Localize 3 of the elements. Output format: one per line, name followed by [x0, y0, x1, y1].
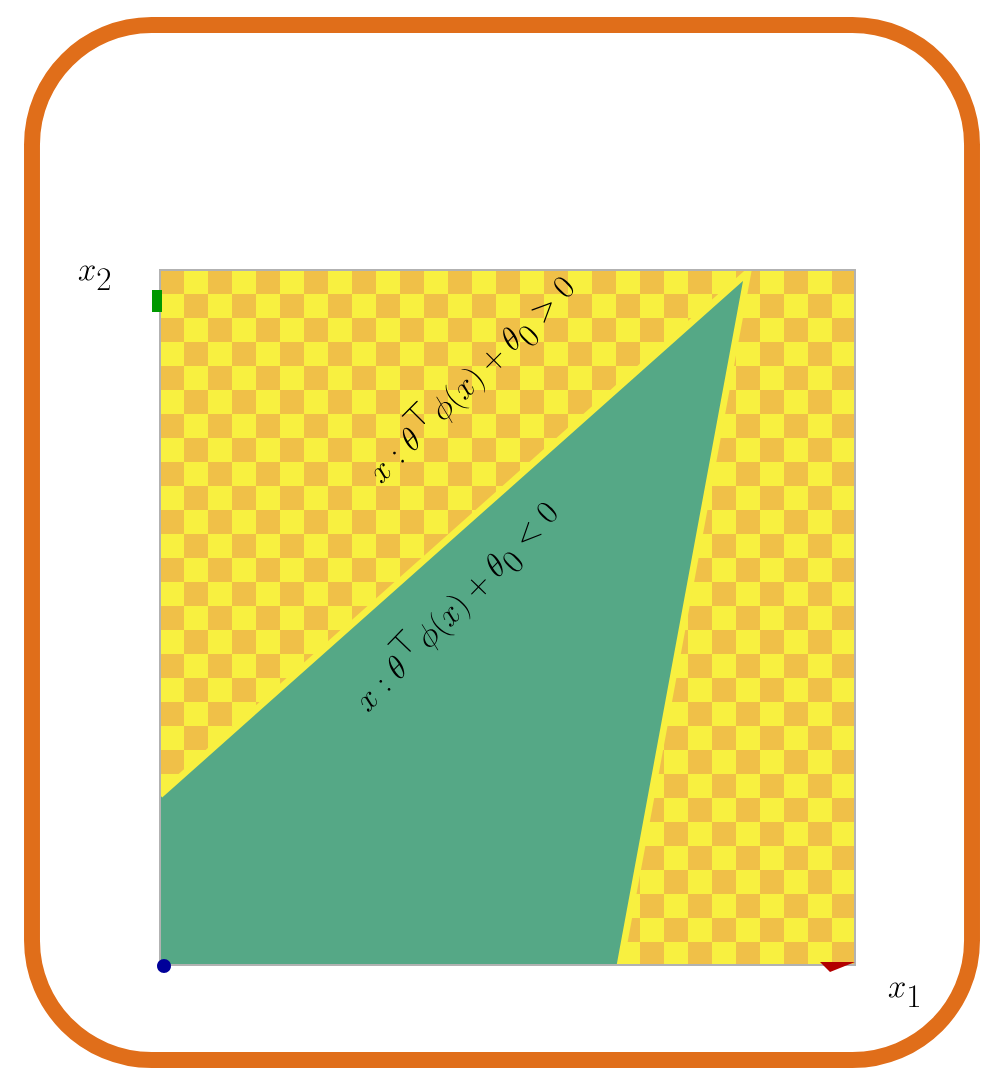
- region-formula: $x : \theta^\top \phi(x) + \theta_0 > 0$: [374, 277, 574, 484]
- axis-label: $x_1$: [888, 982, 919, 1008]
- axis-label: $x_2$: [78, 265, 111, 291]
